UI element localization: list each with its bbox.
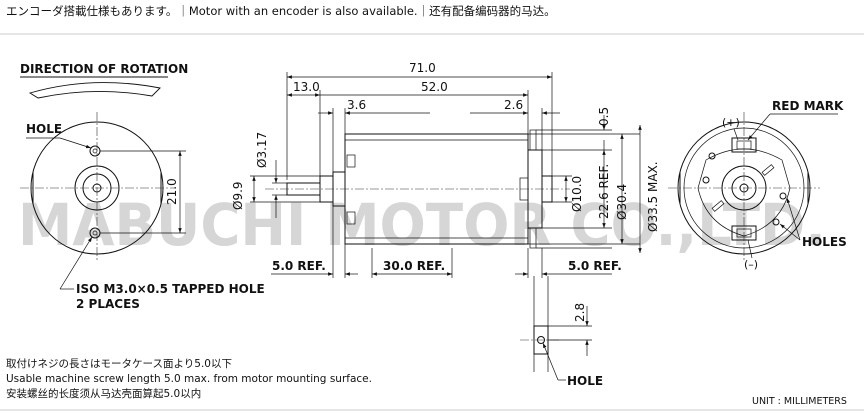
watermark: MABUCHI MOTOR CO.,LTD. (18, 191, 826, 259)
note-zh: 安装螺丝的长度须从马达壳面算起5.0以内 (6, 387, 201, 400)
header-note: エンコーダ搭載仕様もあります。｜Motor with an encoder is… (6, 4, 556, 18)
dim-5-right: 5.0 REF. (568, 259, 622, 273)
dim-71: 71.0 (409, 61, 436, 75)
dim-3-6: 3.6 (347, 98, 366, 112)
holes-label: HOLES (802, 235, 847, 249)
dim-21: 21.0 (165, 178, 179, 205)
places-label: 2 PLACES (76, 297, 140, 311)
dim-10: Ø10.0 (570, 176, 584, 212)
dim-5-left: 5.0 REF. (272, 259, 326, 273)
dim-2-8: 2.8 (573, 303, 587, 322)
dim-3-17: Ø3.17 (255, 132, 269, 168)
red-mark-label: RED MARK (772, 99, 844, 113)
rotation-label: DIRECTION OF ROTATION (20, 62, 188, 76)
side-view: 71.0 13.0 52.0 3.6 2.6 Ø3.17 Ø9.9 Ø10.0 (231, 61, 660, 278)
tapped-hole-label: ISO M3.0×0.5 TAPPED HOLE (76, 282, 265, 296)
dim-52: 52.0 (421, 80, 448, 94)
minus-label: (–) (744, 258, 758, 271)
dim-33-5: Ø33.5 MAX. (646, 161, 660, 232)
dim-30-ref: 30.0 REF. (383, 259, 445, 273)
dim-30-4: Ø30.4 (615, 184, 629, 220)
note-en: Usable machine screw length 5.0 max. fro… (6, 373, 372, 385)
dim-0-5: 0.5 (597, 107, 611, 126)
rotation-arrow-icon (28, 82, 161, 99)
plus-label: (+) (722, 116, 740, 129)
note-ja: 取付けネジの長さはモータケース面より5.0以下 (6, 357, 232, 370)
right-rear-view: RED MARK (+) (–) HOLES (668, 99, 847, 271)
hole-label-terminal: HOLE (567, 374, 603, 388)
dim-22-6: 22.6 REF. (597, 164, 611, 219)
dim-13: 13.0 (293, 80, 320, 94)
dim-9-9: Ø9.9 (231, 181, 245, 210)
terminal-detail: 2.8 HOLE (520, 276, 603, 388)
hole-label-left: HOLE (26, 122, 62, 136)
left-front-view: DIRECTION OF ROTATION 21.0 HOLE ISO M3 (20, 62, 265, 311)
unit-label: UNIT : MILLIMETERS (752, 396, 847, 407)
dim-2-6: 2.6 (504, 98, 523, 112)
